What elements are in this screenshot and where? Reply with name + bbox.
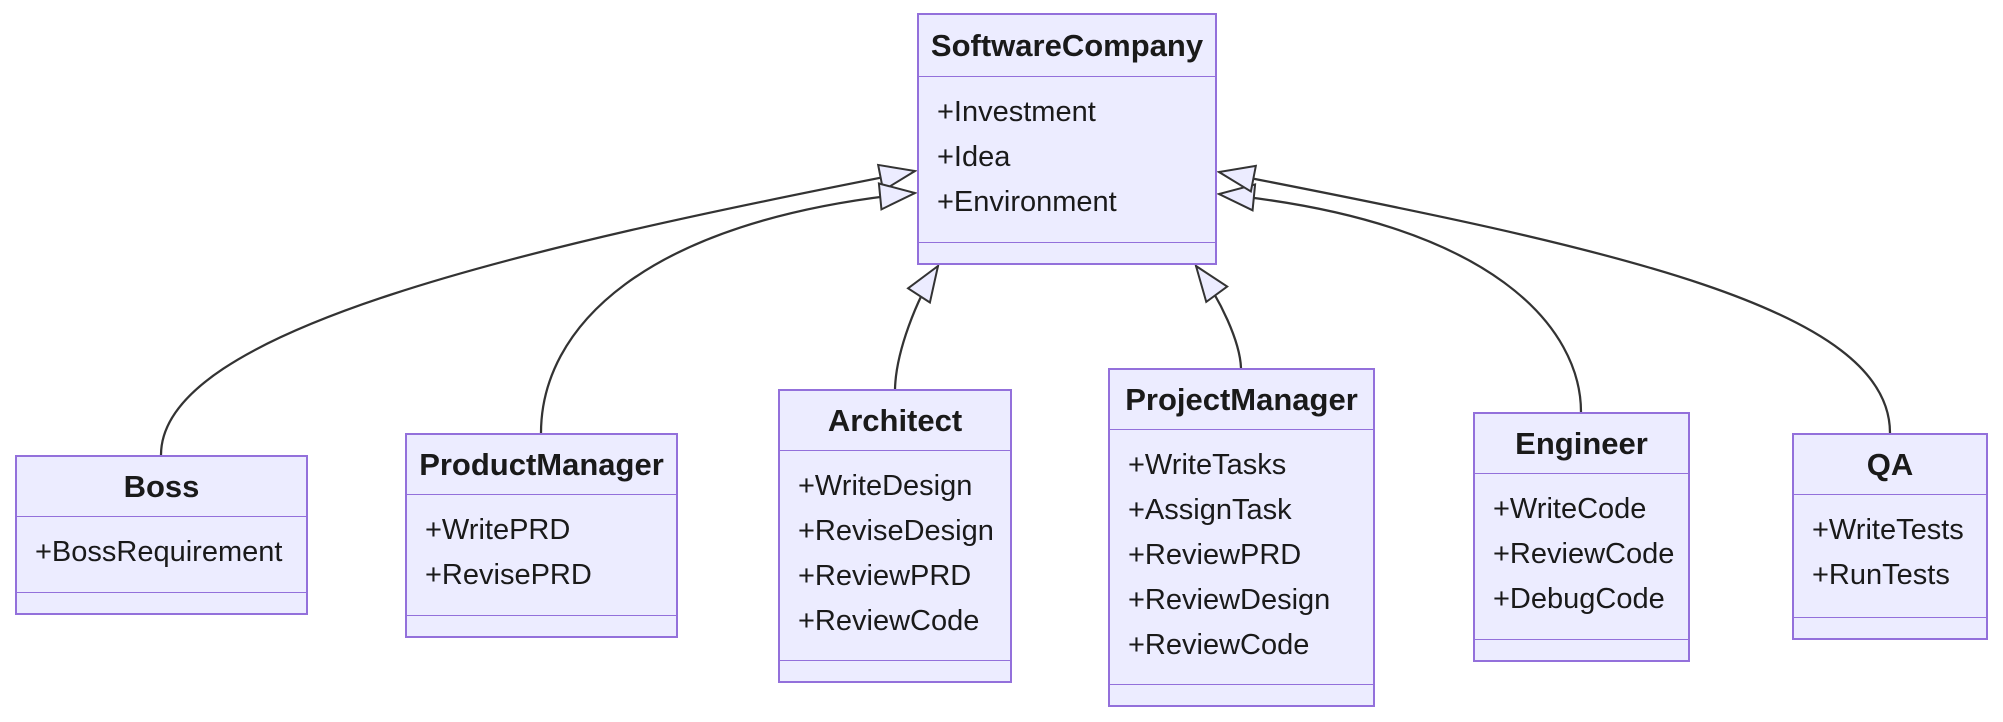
class-title: ProductManager bbox=[407, 435, 676, 495]
class-productmanager: ProductManager +WritePRD +RevisePRD bbox=[405, 433, 678, 638]
class-methods-empty bbox=[1794, 617, 1986, 638]
class-members: +WriteTests +RunTests bbox=[1794, 495, 1986, 617]
class-title: SoftwareCompany bbox=[919, 15, 1215, 77]
class-members: +WriteCode +ReviewCode +DebugCode bbox=[1475, 474, 1688, 639]
edge-engineer-inheritance bbox=[1216, 183, 1583, 413]
class-member: +DebugCode bbox=[1493, 583, 1665, 615]
class-projectmanager: ProjectManager +WriteTasks +AssignTask +… bbox=[1108, 368, 1375, 707]
class-members: +Investment +Idea +Environment bbox=[919, 77, 1215, 242]
class-boss: Boss +BossRequirement bbox=[15, 455, 308, 615]
class-member: +Environment bbox=[937, 186, 1117, 218]
class-member: +BossRequirement bbox=[35, 536, 283, 568]
edge-projectmanager-inheritance bbox=[1194, 263, 1243, 369]
class-member: +WriteTasks bbox=[1128, 449, 1287, 481]
class-title: Architect bbox=[780, 391, 1010, 451]
class-member: +Investment bbox=[937, 96, 1096, 128]
class-title: QA bbox=[1794, 435, 1986, 495]
edge-architect-inheritance bbox=[893, 263, 940, 390]
class-title: ProjectManager bbox=[1110, 370, 1373, 430]
class-member: +ReviewCode bbox=[1128, 629, 1310, 661]
edge-qa-inheritance bbox=[1216, 164, 1892, 434]
class-title: Boss bbox=[17, 457, 306, 517]
class-member: +ReviseDesign bbox=[798, 515, 994, 547]
class-members: +BossRequirement bbox=[17, 517, 306, 592]
class-member: +WritePRD bbox=[425, 514, 571, 546]
class-member: +ReviewPRD bbox=[1128, 539, 1302, 571]
class-members: +WriteTasks +AssignTask +ReviewPRD +Revi… bbox=[1110, 430, 1373, 684]
class-member: +ReviewCode bbox=[798, 605, 980, 637]
class-softwarecompany: SoftwareCompany +Investment +Idea +Envir… bbox=[917, 13, 1217, 265]
class-qa: QA +WriteTests +RunTests bbox=[1792, 433, 1988, 640]
class-methods-empty bbox=[17, 592, 306, 613]
class-member: +WriteDesign bbox=[798, 470, 973, 502]
class-member: +WriteCode bbox=[1493, 493, 1647, 525]
class-title: Engineer bbox=[1475, 414, 1688, 474]
edge-boss-inheritance bbox=[159, 163, 918, 456]
class-methods-empty bbox=[407, 615, 676, 636]
class-members: +WriteDesign +ReviseDesign +ReviewPRD +R… bbox=[780, 451, 1010, 660]
class-methods-empty bbox=[1475, 639, 1688, 660]
class-member: +AssignTask bbox=[1128, 494, 1292, 526]
class-member: +RunTests bbox=[1812, 559, 1950, 591]
class-members: +WritePRD +RevisePRD bbox=[407, 495, 676, 615]
class-methods-empty bbox=[919, 242, 1215, 263]
class-member: +ReviewPRD bbox=[798, 560, 972, 592]
class-engineer: Engineer +WriteCode +ReviewCode +DebugCo… bbox=[1473, 412, 1690, 662]
class-member: +RevisePRD bbox=[425, 559, 592, 591]
class-member: +Idea bbox=[937, 141, 1011, 173]
edge-productmanager-inheritance bbox=[539, 182, 918, 434]
class-methods-empty bbox=[1110, 684, 1373, 705]
class-member: +ReviewDesign bbox=[1128, 584, 1331, 616]
class-member: +ReviewCode bbox=[1493, 538, 1675, 570]
class-member: +WriteTests bbox=[1812, 514, 1964, 546]
class-methods-empty bbox=[780, 660, 1010, 681]
class-architect: Architect +WriteDesign +ReviseDesign +Re… bbox=[778, 389, 1012, 683]
